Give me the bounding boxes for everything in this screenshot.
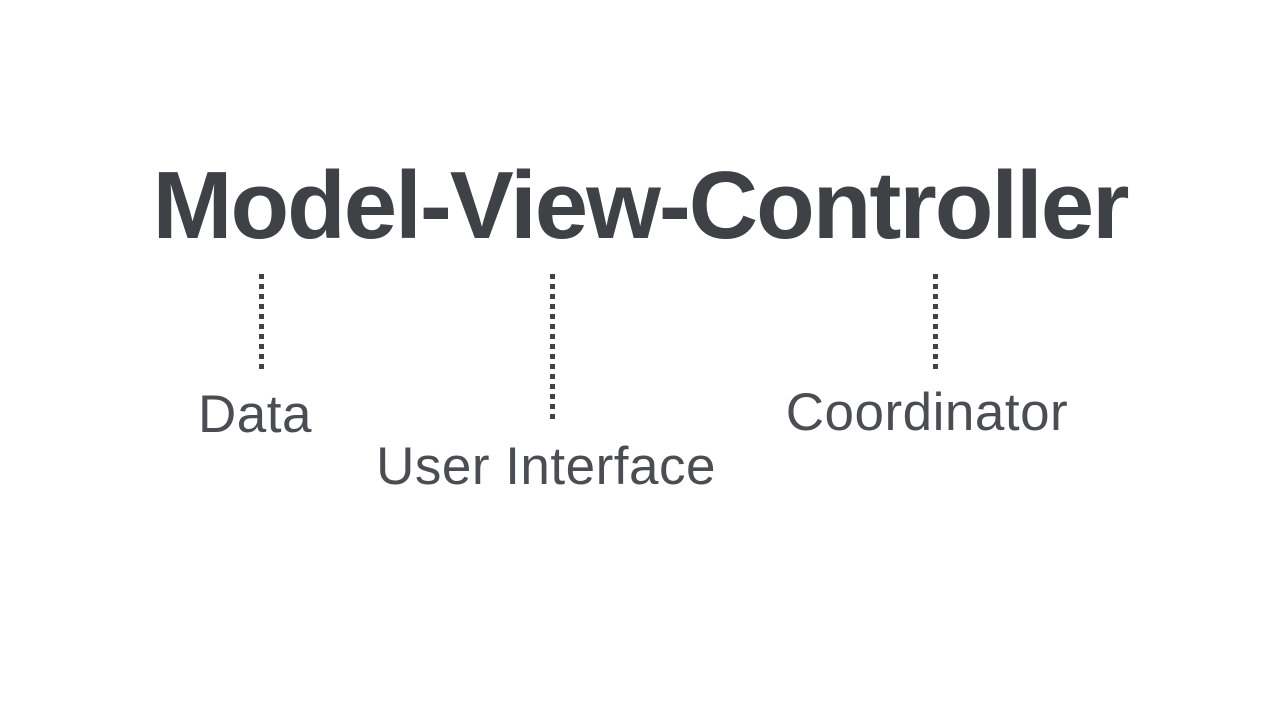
annotation-label-controller: Coordinator: [785, 383, 1069, 442]
annotation-label-model: Data: [198, 385, 312, 444]
diagram-title: Model-View-Controller: [152, 152, 1130, 259]
dotted-connector-view: [550, 274, 555, 420]
annotation-label-view: User Interface: [376, 437, 716, 496]
dotted-connector-controller: [933, 274, 938, 371]
dotted-connector-model: [259, 274, 264, 369]
